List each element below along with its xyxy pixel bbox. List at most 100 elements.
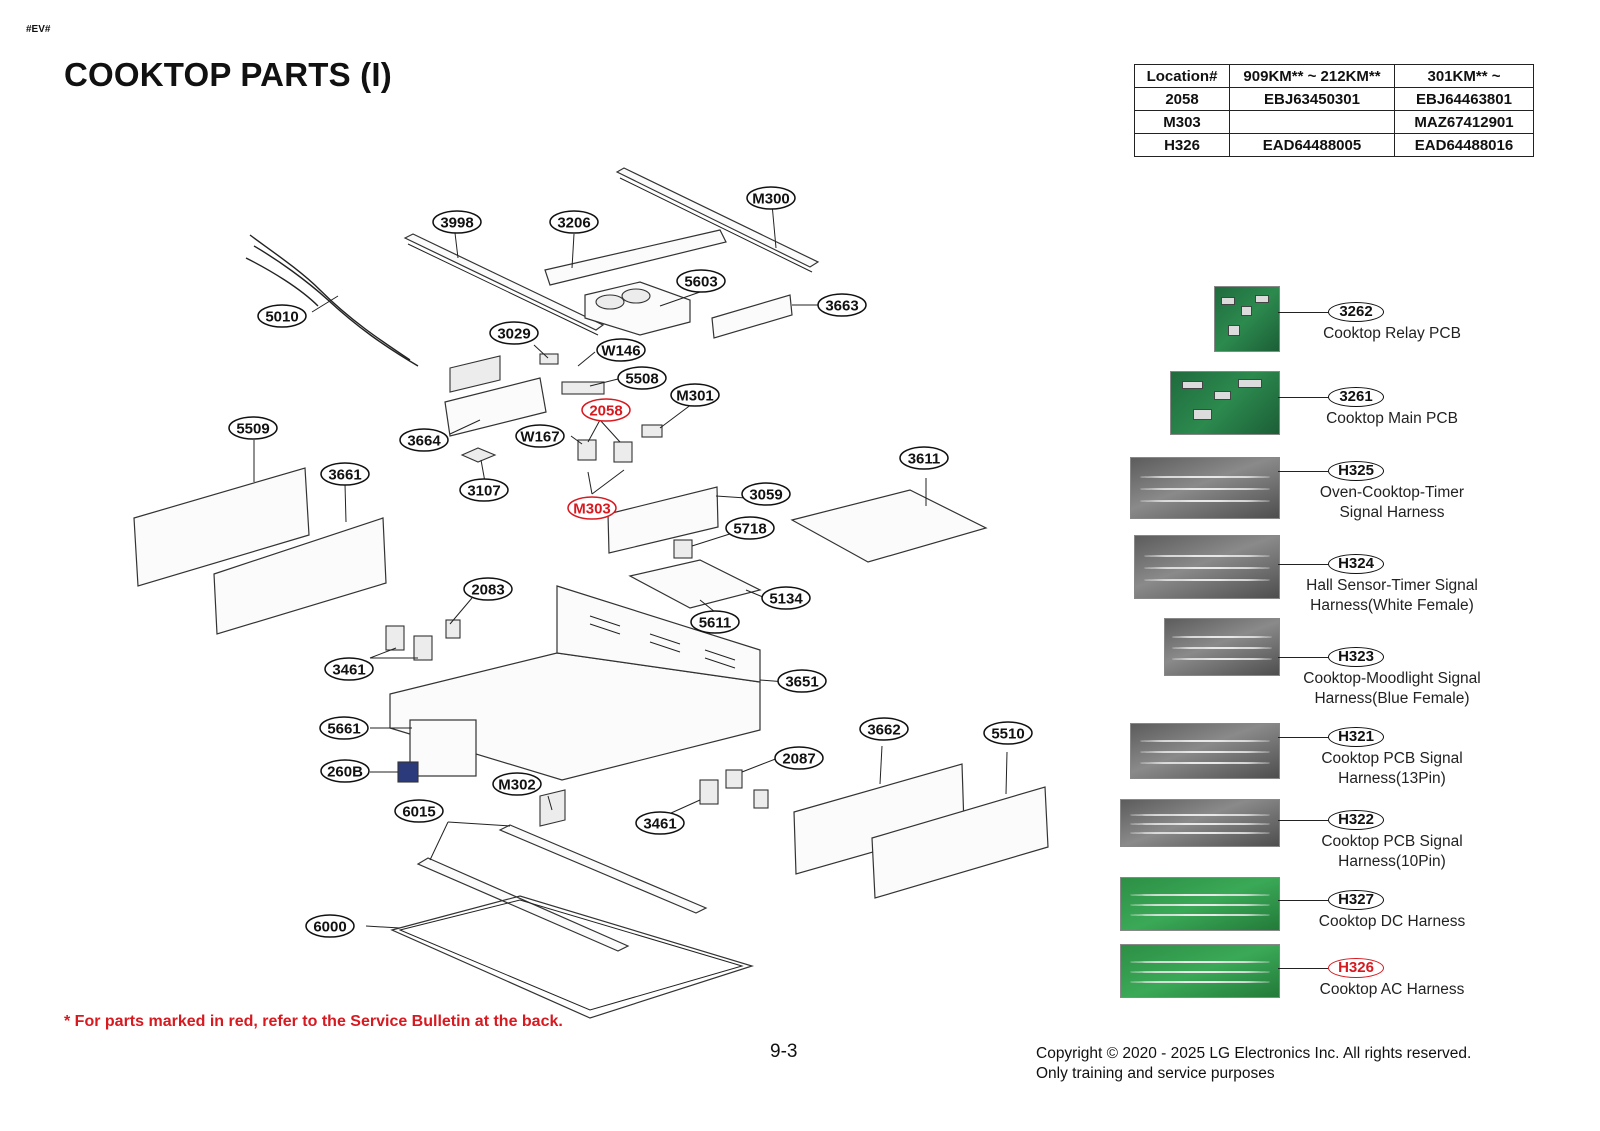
leader-line <box>1278 900 1328 901</box>
callout-label: 5611 <box>699 615 732 632</box>
callout-label: M301 <box>676 388 714 405</box>
callout-label: 3029 <box>497 326 530 343</box>
table-header: Location# <box>1134 64 1230 88</box>
callout-label: 3461 <box>643 816 676 833</box>
callout-label: 260B <box>327 764 363 781</box>
table-cell: H326 <box>1134 133 1230 157</box>
callout-m302: M302 <box>492 772 542 796</box>
callout-3651: 3651 <box>777 669 827 693</box>
panel-5510 <box>871 786 1049 899</box>
rail-6015 <box>416 857 630 952</box>
callout-5718: 5718 <box>725 516 775 540</box>
pad-3107 <box>460 447 497 463</box>
part-description: Cooktop Main PCB <box>1326 410 1458 427</box>
bracket-m302 <box>539 789 566 827</box>
callout-bubble <box>459 478 509 502</box>
part-code-badge: H324 <box>1328 554 1384 574</box>
location-table: Location# 909KM** ~ 212KM** 301KM** ~ 20… <box>1134 64 1534 157</box>
part-description: Cooktop Relay PCB <box>1323 325 1461 342</box>
copyright: Copyright © 2020 - 2025 LG Electronics I… <box>1036 1044 1471 1084</box>
bracket-5661 <box>409 719 477 777</box>
callout-label: 3661 <box>328 467 361 484</box>
callout-3107: 3107 <box>459 478 509 502</box>
callout-bubble <box>596 338 646 362</box>
callout-label: 5134 <box>769 591 803 608</box>
callout-2087: 2087 <box>774 746 824 770</box>
callout-bubble <box>617 366 667 390</box>
callout-label: 3664 <box>407 433 441 450</box>
callout-bubble <box>690 610 740 634</box>
callout-label: 5661 <box>327 721 360 738</box>
callout-3663: 3663 <box>817 293 867 317</box>
callout-2083: 2083 <box>463 577 513 601</box>
bracket-m301 <box>641 424 663 438</box>
panel-3661 <box>213 517 387 635</box>
callout-bubble <box>399 428 449 452</box>
harness-photo <box>1120 877 1280 931</box>
callout-bubble <box>394 799 444 823</box>
callout-3059: 3059 <box>741 482 791 506</box>
wire-harness-5010 <box>249 234 411 361</box>
bracket-3206 <box>544 229 727 286</box>
cover-3059 <box>607 486 719 554</box>
harness-photo <box>1130 723 1280 779</box>
callout-label: 2087 <box>782 751 815 768</box>
callout-3998: 3998 <box>432 210 482 234</box>
table-row: H326 EAD64488005 EAD64488016 <box>1134 133 1534 157</box>
callout-5510: 5510 <box>983 721 1033 745</box>
clip-3029 <box>539 353 559 365</box>
callout-label: M300 <box>752 191 790 208</box>
plate-3663 <box>711 294 793 339</box>
table-cell: EAD64488016 <box>1394 133 1534 157</box>
callout-bubble <box>324 657 374 681</box>
page-number: 9-3 <box>770 1041 798 1062</box>
callout-label: 5718 <box>733 521 766 538</box>
part-code-badge: 3262 <box>1328 302 1384 322</box>
callout-label: 5509 <box>236 421 269 438</box>
harness-photo <box>1120 944 1280 998</box>
label-260b <box>397 761 419 783</box>
callout-label: 3611 <box>908 451 941 468</box>
callout-label: 5603 <box>684 274 717 291</box>
callout-w146: W146 <box>596 338 646 362</box>
table-cell: EBJ63450301 <box>1229 87 1395 111</box>
rail-3998 <box>403 233 605 331</box>
callout-5611: 5611 <box>690 610 740 634</box>
table-row: 2058 EBJ63450301 EBJ64463801 <box>1134 87 1534 111</box>
callout-260b: 260B <box>320 759 370 783</box>
callout-bubble <box>319 716 369 740</box>
callout-bubble <box>761 586 811 610</box>
callout-bubble <box>549 210 599 234</box>
leader-line <box>1278 968 1328 969</box>
callout-5508: 5508 <box>617 366 667 390</box>
part-code-badge: H326 <box>1328 958 1384 978</box>
callout-label: 2058 <box>589 403 622 420</box>
leader-line <box>1278 820 1328 821</box>
part-code-badge: H325 <box>1328 461 1384 481</box>
callout-3206: 3206 <box>549 210 599 234</box>
callout-label: 3059 <box>749 487 782 504</box>
part-description: Cooktop DC Harness <box>1318 913 1466 930</box>
callout-bubble <box>983 721 1033 745</box>
leader-line <box>1278 312 1328 313</box>
callout-bubble <box>635 811 685 835</box>
callout-m300: M300 <box>746 186 796 210</box>
callout-bubble <box>515 424 565 448</box>
callout-5661: 5661 <box>319 716 369 740</box>
callout-label: 3651 <box>785 674 818 691</box>
callout-bubble <box>859 717 909 741</box>
frame-5134 <box>628 559 762 609</box>
bracket-3664 <box>444 377 547 437</box>
callout-5010: 5010 <box>257 304 307 328</box>
leader-line <box>1278 657 1328 658</box>
pcb-photo <box>1170 371 1280 435</box>
part-code-badge: H322 <box>1328 810 1384 830</box>
callout-3029: 3029 <box>489 321 539 345</box>
callout-bubble <box>305 914 355 938</box>
callout-label: W146 <box>601 343 640 360</box>
table-cell: M303 <box>1134 110 1230 134</box>
